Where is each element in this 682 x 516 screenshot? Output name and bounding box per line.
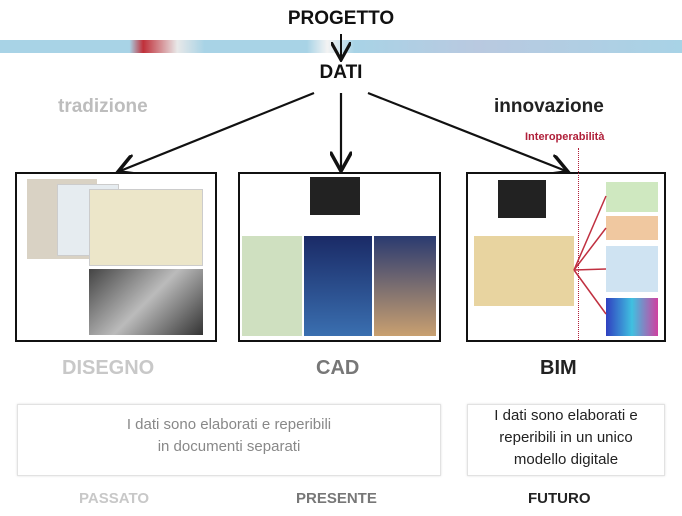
tower-render <box>304 236 372 336</box>
description-line: modello digitale <box>513 451 619 468</box>
unique-model-description: I dati sono elaborati e reperibili in un… <box>467 404 665 476</box>
arrow-to-bim <box>367 91 566 171</box>
label-tradizione: tradizione <box>58 96 148 117</box>
column-cad-title: CAD <box>316 357 360 379</box>
era-passato: PASSATO <box>79 490 150 507</box>
description-line: reperibili in un unico <box>499 429 633 446</box>
site-plan-image <box>242 236 302 336</box>
column-disegno-title: DISEGNO <box>62 357 155 379</box>
era-presente: PRESENTE <box>296 490 377 507</box>
era-futuro: FUTURO <box>528 490 591 507</box>
bim-output-image <box>606 182 658 212</box>
title-progetto: PROGETTO <box>287 8 395 29</box>
computer-icon <box>310 177 360 215</box>
bim-data-arrows <box>573 195 607 315</box>
model-photo <box>89 269 203 335</box>
bim-image-box <box>466 172 666 342</box>
bim-output-image <box>606 298 658 336</box>
bim-output-image <box>606 216 658 240</box>
label-innovazione: innovazione <box>494 96 604 117</box>
description-line: in documenti separati <box>157 438 301 455</box>
bim-output-image <box>606 246 658 292</box>
interoperability-line <box>578 148 579 340</box>
description-line: I dati sono elaborati e reperibili <box>126 416 332 433</box>
separate-documents-description: I dati sono elaborati e reperibili in do… <box>17 404 441 476</box>
computer-icon <box>498 180 546 218</box>
description-line: I dati sono elaborati e <box>494 407 638 424</box>
title-dati: DATI <box>319 62 363 83</box>
bim-model-image <box>474 236 574 306</box>
drawing-image <box>89 189 203 266</box>
cad-image-box <box>238 172 441 342</box>
column-bim-title: BIM <box>540 357 577 379</box>
disegno-image-box <box>15 172 217 342</box>
tower-render <box>374 236 436 336</box>
arrow-to-disegno <box>120 91 315 171</box>
label-interoperabilita: Interoperabilità <box>525 131 605 143</box>
